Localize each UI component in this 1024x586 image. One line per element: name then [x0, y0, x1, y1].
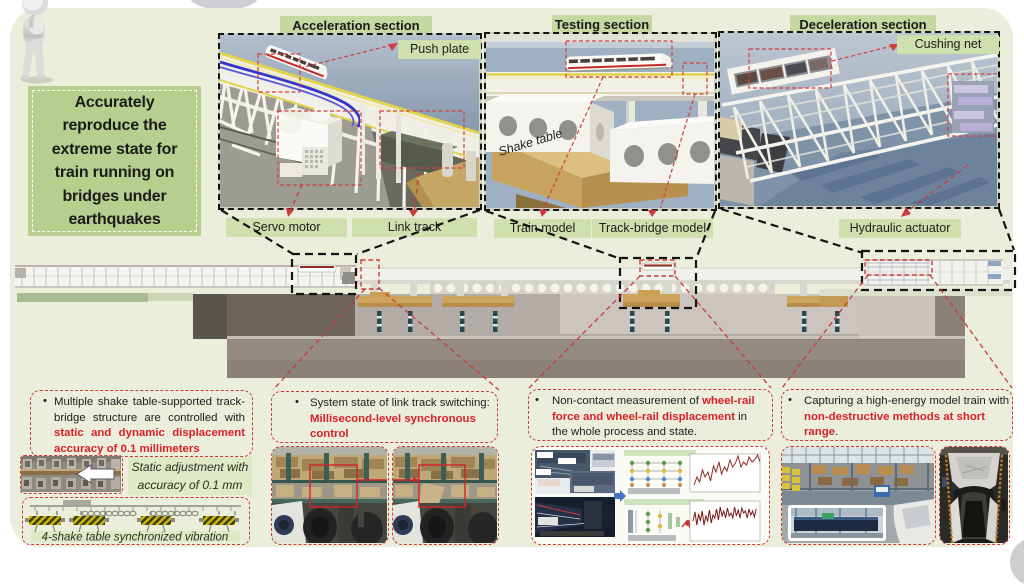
svg-text:4-shake table synchronized vib: 4-shake table synchronized vibration [42, 532, 229, 544]
